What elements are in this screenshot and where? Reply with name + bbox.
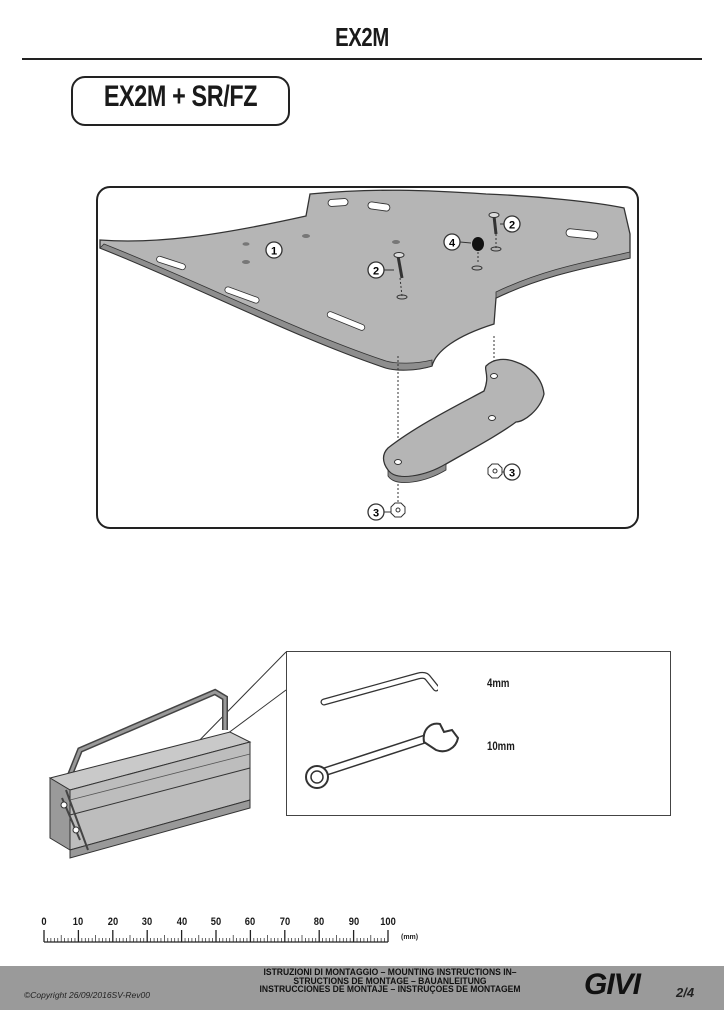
svg-text:2: 2 <box>509 220 515 232</box>
ruler-tick-label: 10 <box>73 916 84 928</box>
footer-instructions-title: ISTRUZIONI DI MONTAGGIO – MOUNTING INSTR… <box>238 968 542 994</box>
ruler-tick-label: 20 <box>107 916 119 928</box>
model-label-box <box>71 76 290 126</box>
svg-text:3: 3 <box>509 468 515 480</box>
required-tools-panel <box>286 651 671 816</box>
page-number: 2/4 <box>676 985 695 1000</box>
svg-text:3: 3 <box>373 508 379 520</box>
rack-plate <box>99 189 631 371</box>
assembly-diagram: 1 2 2 4 3 3 <box>99 189 631 521</box>
toolbox-illustration <box>48 651 287 859</box>
rubber-plug-icon <box>471 237 484 271</box>
footer-line: STRUCTIONS DE MONTAGE – BAUANLEITUNG <box>293 975 487 986</box>
page-title: EX2M <box>335 22 389 52</box>
callout-part-4: 4 <box>443 233 472 251</box>
ruler-tick-label: 100 <box>380 916 396 928</box>
footer-line: INSTRUCCIONES DE MONTAJE – INSTRUÇOES DE… <box>259 984 521 994</box>
nut-icon <box>390 502 406 518</box>
screw-icon <box>488 212 502 252</box>
scale-ruler <box>43 930 389 943</box>
copyright-text: ©Copyright 26/09/2016SV-Rev00 <box>24 990 150 1000</box>
callout-part-3: 3 <box>502 463 521 481</box>
ruler-tick-label: 80 <box>313 916 325 928</box>
title-divider <box>22 58 702 60</box>
footer-line: ISTRUZIONI DI MONTAGGIO – MOUNTING INSTR… <box>263 967 517 977</box>
mounting-bracket <box>382 358 545 483</box>
svg-text:GIVI: GIVI <box>584 968 642 1000</box>
screw-icon <box>393 252 408 300</box>
ruler-tick-label: 70 <box>279 916 291 928</box>
ruler-tick-label: 60 <box>245 916 256 928</box>
ruler-tick-label: 30 <box>141 916 153 928</box>
brand-logo: GIVI <box>584 968 643 1000</box>
assembly-diagram-frame <box>96 186 639 529</box>
combination-wrench-icon <box>305 722 460 789</box>
footer-band <box>0 966 724 1010</box>
nut-icon <box>487 463 503 479</box>
model-label: EX2M + SR/FZ <box>103 80 258 113</box>
callout-part-2: 2 <box>367 261 394 279</box>
ruler-tick-label: 50 <box>210 916 222 928</box>
callout-part-2: 2 <box>500 215 521 233</box>
callout-part-1: 1 <box>265 241 283 259</box>
svg-text:1: 1 <box>271 246 277 258</box>
svg-text:4: 4 <box>449 238 456 250</box>
hex-key-size-label: 4mm <box>487 676 510 690</box>
callout-part-3: 3 <box>367 503 391 521</box>
hex-key-icon <box>320 671 438 706</box>
ruler-tick-label: 90 <box>348 916 359 928</box>
ruler-tick-label: 0 <box>41 916 47 928</box>
svg-text:2: 2 <box>373 266 379 278</box>
ruler-tick-label: 40 <box>176 916 187 928</box>
wrench-size-label: 10mm <box>487 739 515 753</box>
ruler-unit: (mm) <box>401 934 419 941</box>
